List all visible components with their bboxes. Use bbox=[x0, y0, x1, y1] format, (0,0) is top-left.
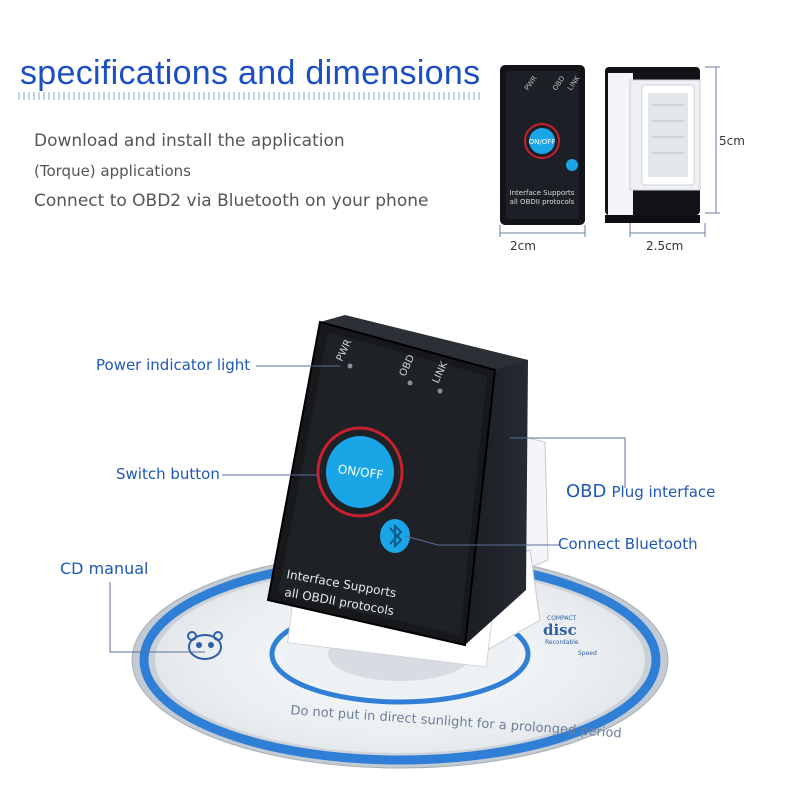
intro-line-download: Download and install the application bbox=[34, 131, 345, 151]
front-switch-button bbox=[529, 128, 555, 154]
dimension-width-label: 2cm bbox=[510, 239, 536, 253]
cd-logo-line2: disc bbox=[543, 621, 577, 639]
front-text-line1: Interface Supports bbox=[510, 189, 575, 197]
product-illustration: Do not put in direct sunlight for a prol… bbox=[109, 315, 669, 769]
callout-lines bbox=[109, 365, 626, 653]
callout-cd-manual: CD manual bbox=[60, 559, 149, 578]
obd-device: PWR OBD LINK ON/OFF Interface Supports a… bbox=[266, 315, 528, 647]
on-off-switch-button bbox=[326, 436, 394, 508]
intro-line-connect: Connect to OBD2 via Bluetooth on your ph… bbox=[34, 191, 429, 211]
cd-mascot-icon bbox=[187, 631, 223, 660]
front-bluetooth-icon bbox=[566, 159, 578, 171]
page-title: specifications and dimensions bbox=[20, 54, 481, 92]
front-text-line2: all OBDII protocols bbox=[510, 198, 575, 206]
switch-button-label: ON/OFF bbox=[337, 462, 384, 482]
side-view-device bbox=[605, 67, 701, 223]
callout-power-indicator: Power indicator light bbox=[96, 356, 251, 374]
intro-line-torque: (Torque) applications bbox=[34, 162, 191, 180]
front-button-label: ON/OFF bbox=[529, 138, 556, 146]
dimension-height-label: 5cm bbox=[719, 134, 745, 148]
title-underline bbox=[18, 92, 480, 100]
dimension-figures: PWR OBD LINK ON/OFF Interface Supports a… bbox=[499, 65, 745, 253]
cd-logo-line3: Recordable bbox=[545, 639, 579, 646]
callout-obd-prefix: OBD bbox=[566, 481, 607, 502]
cd-logo: COMPACT disc Recordable Speed bbox=[543, 615, 597, 657]
obd-led bbox=[407, 380, 413, 386]
callout-obd-plug: OBD Plug interface bbox=[566, 481, 715, 502]
callout-connect-bluetooth: Connect Bluetooth bbox=[558, 535, 698, 553]
callout-obd-suffix: Plug interface bbox=[611, 483, 716, 501]
cd-logo-line1: COMPACT bbox=[547, 615, 577, 622]
power-led bbox=[347, 363, 353, 369]
cd-logo-line4: Speed bbox=[578, 650, 597, 657]
front-view-device: PWR OBD LINK ON/OFF Interface Supports a… bbox=[500, 65, 585, 225]
callout-switch-button: Switch button bbox=[116, 465, 220, 483]
link-led bbox=[437, 388, 443, 394]
dimension-depth-label: 2.5cm bbox=[646, 239, 683, 253]
